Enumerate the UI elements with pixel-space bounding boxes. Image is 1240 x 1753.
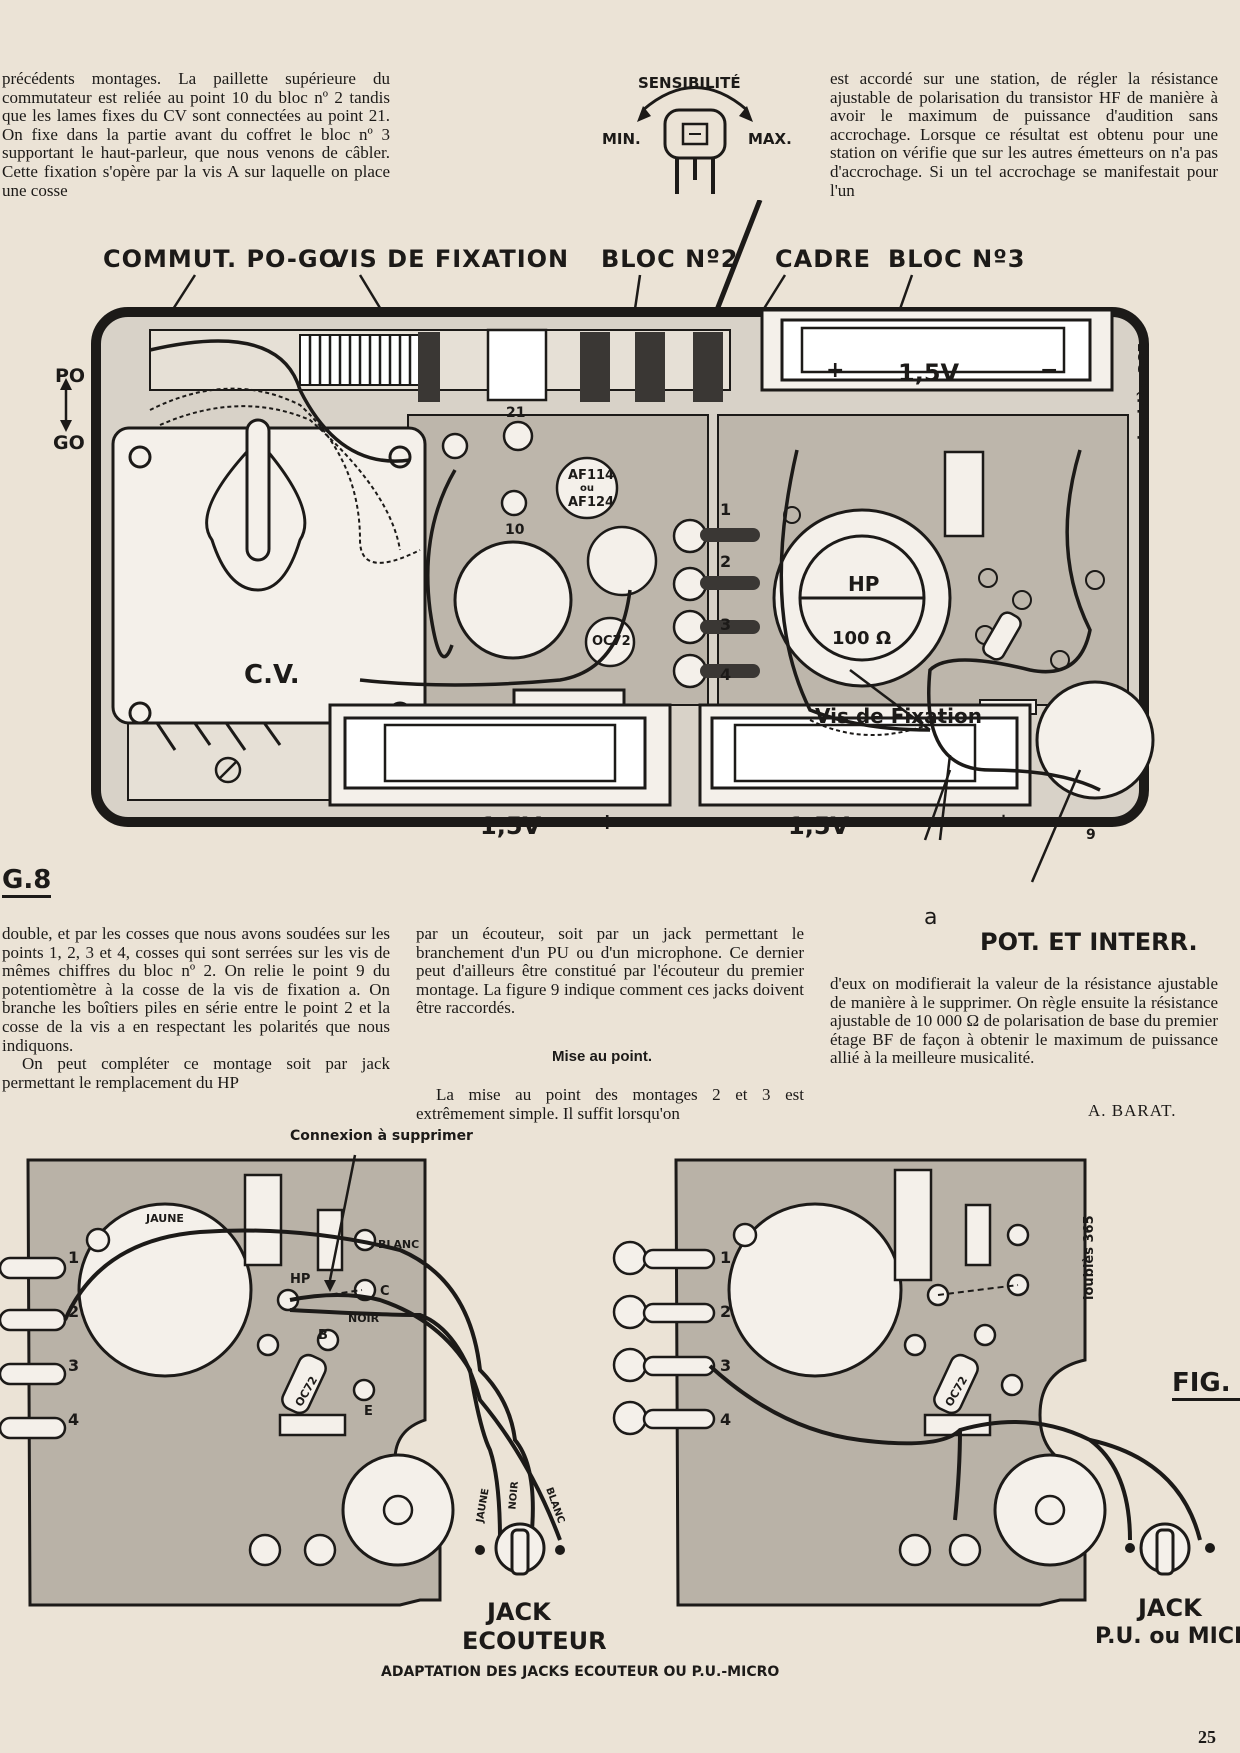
fig9-n1-right: 1 xyxy=(720,1248,732,1267)
label-pot-interr: POT. ET INTERR. xyxy=(980,928,1198,956)
fig9-blanc: BLANC xyxy=(378,1238,420,1251)
fig9-b: B xyxy=(318,1328,328,1343)
fig9-n2-left: 2 xyxy=(68,1302,80,1321)
label-commut: COMMUT. PO-GO xyxy=(103,245,340,273)
label-af124: AF124 xyxy=(568,495,615,510)
jack-ecouteur-line1: JACK xyxy=(487,1598,551,1626)
fig9-caption: ADAPTATION DES JACKS ECOUTEUR OU P.U.-MI… xyxy=(381,1664,780,1680)
label-bloc3: BLOC Nº3 xyxy=(888,245,1026,273)
fig9-jaune: JAUNE xyxy=(146,1212,184,1225)
page-number: 25 xyxy=(1198,1727,1216,1747)
signature-fig9: loubiès 365 xyxy=(1082,1215,1097,1300)
label-plus-top: + xyxy=(826,358,845,383)
label-plus-br: + xyxy=(996,810,1012,831)
label-ou: ou xyxy=(580,483,594,494)
label-n2: 2 xyxy=(720,552,732,571)
label-vis-fixation: VIS DE FIXATION xyxy=(330,245,570,273)
article-col2-mid-2: La mise au point des montages 2 et 3 est… xyxy=(416,1085,804,1123)
label-go: GO xyxy=(53,432,85,454)
label-n4: 4 xyxy=(720,665,732,684)
signature-fig8: loubiès 365 xyxy=(1135,342,1153,440)
sensibilite-diagram xyxy=(637,86,753,194)
fig9-noir: NOIR xyxy=(348,1312,380,1325)
jack-pu-line1: JACK xyxy=(1138,1594,1202,1622)
label-fig9: FIG. 9 xyxy=(1172,1368,1240,1401)
label-min: MIN. xyxy=(602,130,641,148)
fig9-e: E xyxy=(364,1404,373,1419)
label-minus-top: − xyxy=(1040,358,1059,383)
label-vis-de-fixation: Vis de Fixation xyxy=(815,704,983,728)
label-sensibilite: SENSIBILITÉ xyxy=(638,74,741,92)
label-fig8: G.8 xyxy=(2,865,52,898)
fig9-n4-right: 4 xyxy=(720,1410,732,1429)
label-minus-bl: − xyxy=(390,810,409,835)
label-a: a xyxy=(924,905,938,930)
label-p21: 21 xyxy=(506,405,526,421)
label-n3: 3 xyxy=(720,615,732,634)
article-col1-mid: double, et par les cosses que nous avons… xyxy=(2,924,390,1092)
article-col1-top: précédents montages. La paillette supéri… xyxy=(2,69,390,200)
jack-pu-line2: P.U. ou MICRO xyxy=(1095,1624,1240,1649)
label-battery-bottom-left: 1,5V xyxy=(480,812,542,840)
label-af114: AF114 xyxy=(568,468,615,483)
fig9-n1-left: 1 xyxy=(68,1248,80,1267)
label-battery-top: 1,5V xyxy=(898,359,960,387)
label-cadre: CADRE xyxy=(775,245,871,273)
label-hp-ohm: 100 Ω xyxy=(832,628,892,649)
label-max: MAX. xyxy=(748,130,792,148)
label-connexion-supprimer: Connexion à supprimer xyxy=(290,1128,473,1144)
label-battery-bottom-right: 1,5V xyxy=(788,812,850,840)
label-oc72-fig8: OC72 xyxy=(592,634,631,649)
label-minus-br: − xyxy=(748,810,767,835)
label-plus-bl: + xyxy=(598,810,617,835)
label-po: PO xyxy=(55,365,86,387)
fig9-c: C xyxy=(380,1284,390,1299)
article-col2-mid: par un écouteur, soit par un jack permet… xyxy=(416,924,804,1018)
jack-ecouteur-line2: ECOUTEUR xyxy=(462,1627,607,1655)
fig9-n3-right: 3 xyxy=(720,1356,732,1375)
article-col3-mid: d'eux on modifierait la valeur de la rés… xyxy=(830,974,1218,1068)
label-n1: 1 xyxy=(720,500,732,519)
fig9-n2-right: 2 xyxy=(720,1302,732,1321)
label-bloc2: BLOC Nº2 xyxy=(601,245,739,273)
article-col3-top: est accordé sur une station, de régler l… xyxy=(830,69,1218,200)
author: A. BARAT. xyxy=(1088,1101,1177,1120)
figure-8-diagram xyxy=(60,274,1155,883)
figure-9-diagram xyxy=(0,1154,1215,1607)
label-p9: 9 xyxy=(1086,827,1096,843)
fig9-hp: HP xyxy=(290,1272,311,1287)
fig9-n3-left: 3 xyxy=(68,1356,80,1375)
fig9-n4-left: 4 xyxy=(68,1410,80,1429)
label-cv: C.V. xyxy=(244,660,300,690)
label-hp: HP xyxy=(848,572,880,596)
label-p10: 10 xyxy=(505,522,525,538)
subhead-mise-au-point: Mise au point. xyxy=(552,1048,653,1065)
